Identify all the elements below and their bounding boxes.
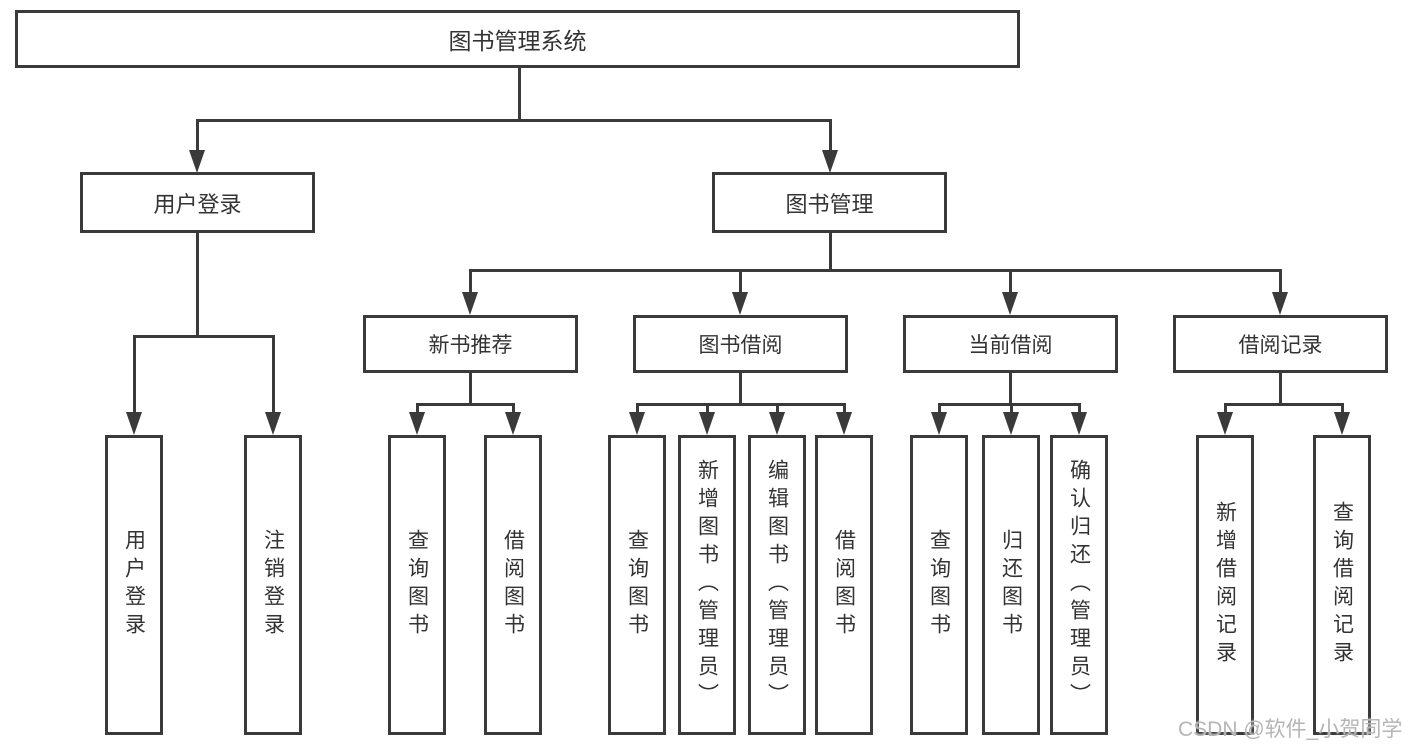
- connector-to-leaf: [1078, 403, 1081, 416]
- connector-to-leaf: [1010, 403, 1013, 416]
- leaf-logout-label: 注销登录: [261, 529, 285, 641]
- node-root: 图书管理系统: [15, 10, 1020, 68]
- leaf-edit-books-admin: 编辑图书（管理员）: [748, 435, 806, 735]
- node-current-borrow-label: 当前借阅: [968, 334, 1053, 357]
- arrow-down-icon: [1002, 292, 1018, 315]
- node-user-login-label: 用户登录: [153, 191, 242, 217]
- connector-book-management-stem: [829, 233, 832, 271]
- connector-to-leaf: [706, 403, 709, 416]
- leaf-confirm-return-admin: 确认归还（管理员）: [1050, 435, 1108, 735]
- leaf-add-books-admin-label: 新增图书（管理员）: [695, 459, 719, 711]
- leaf-borrow-books-2-label: 借阅图书: [832, 529, 856, 641]
- leaf-user-login-label: 用户登录: [122, 529, 146, 641]
- connector-to-l3: [1009, 269, 1012, 295]
- node-book-management-label: 图书管理: [785, 191, 874, 217]
- arrow-down-icon: [699, 412, 715, 435]
- leaf-query-books-1-label: 查询图书: [405, 529, 429, 641]
- node-user-login: 用户登录: [80, 172, 315, 233]
- connector-to-leaf: [636, 403, 639, 416]
- connector-to-l3: [1279, 269, 1282, 295]
- arrow-down-icon: [1272, 292, 1288, 315]
- connector-borrow-records-branch: [1224, 403, 1344, 406]
- arrow-down-icon: [931, 412, 947, 435]
- connector-root-stem: [518, 68, 521, 121]
- connector-to-user-login: [196, 119, 199, 154]
- arrow-down-icon: [265, 412, 281, 435]
- arrow-down-icon: [189, 150, 205, 173]
- arrow-down-icon: [836, 412, 852, 435]
- leaf-query-books-2-label: 查询图书: [625, 529, 649, 641]
- arrow-down-icon: [1003, 412, 1019, 435]
- arrow-down-icon: [1217, 412, 1233, 435]
- connector-user-login-stem: [196, 233, 199, 337]
- leaf-add-borrow-record: 新增借阅记录: [1196, 435, 1254, 735]
- node-book-borrow-label: 图书借阅: [698, 334, 783, 357]
- connector-current-borrow-branch: [938, 403, 1081, 406]
- connector-book-borrow-branch: [636, 403, 846, 406]
- leaf-borrow-books-1: 借阅图书: [484, 435, 542, 735]
- connector-to-l3: [469, 269, 472, 295]
- connector-to-leaf: [272, 335, 275, 415]
- node-book-management: 图书管理: [712, 172, 947, 233]
- connector-to-leaf: [843, 403, 846, 416]
- connector-to-leaf: [416, 403, 419, 416]
- connector-new-book-stem: [469, 373, 472, 405]
- connector-to-leaf: [1341, 403, 1344, 416]
- watermark: CSDN @软件_小贺同学: [1178, 718, 1403, 741]
- arrow-down-icon: [732, 292, 748, 315]
- leaf-edit-books-admin-label: 编辑图书（管理员）: [765, 459, 789, 711]
- leaf-logout: 注销登录: [244, 435, 302, 735]
- node-root-label: 图书管理系统: [448, 28, 587, 54]
- node-new-book-recommend: 新书推荐: [363, 315, 578, 373]
- node-borrow-records: 借阅记录: [1173, 315, 1388, 373]
- leaf-return-books: 归还图书: [982, 435, 1040, 735]
- leaf-confirm-return-admin-label: 确认归还（管理员）: [1067, 459, 1091, 711]
- connector-to-leaf: [512, 403, 515, 416]
- node-new-book-recommend-label: 新书推荐: [428, 334, 513, 357]
- connector-to-leaf: [1224, 403, 1227, 416]
- connector-to-leaf: [776, 403, 779, 416]
- connector-current-borrow-stem: [1009, 373, 1012, 405]
- arrow-down-icon: [822, 150, 838, 173]
- connector-root-branch: [196, 119, 832, 122]
- leaf-query-books-3: 查询图书: [910, 435, 968, 735]
- node-book-borrow: 图书借阅: [633, 315, 848, 373]
- leaf-query-borrow-record: 查询借阅记录: [1313, 435, 1371, 735]
- connector-to-leaf: [133, 335, 136, 415]
- connector-book-management-branch: [469, 269, 1282, 272]
- leaf-borrow-books-1-label: 借阅图书: [501, 529, 525, 641]
- connector-new-book-branch: [416, 403, 515, 406]
- leaf-add-borrow-record-label: 新增借阅记录: [1213, 501, 1237, 669]
- leaf-add-books-admin: 新增图书（管理员）: [678, 435, 736, 735]
- connector-to-leaf: [938, 403, 941, 416]
- leaf-query-books-3-label: 查询图书: [927, 529, 951, 641]
- node-borrow-records-label: 借阅记录: [1238, 334, 1323, 357]
- leaf-borrow-books-2: 借阅图书: [815, 435, 873, 735]
- connector-borrow-records-stem: [1279, 373, 1282, 405]
- leaf-query-borrow-record-label: 查询借阅记录: [1330, 501, 1354, 669]
- arrow-down-icon: [505, 412, 521, 435]
- arrow-down-icon: [462, 292, 478, 315]
- arrow-down-icon: [126, 412, 142, 435]
- arrow-down-icon: [1071, 412, 1087, 435]
- connector-book-borrow-stem: [739, 373, 742, 405]
- leaf-return-books-label: 归还图书: [999, 529, 1023, 641]
- arrow-down-icon: [629, 412, 645, 435]
- connector-to-l3: [739, 269, 742, 295]
- node-current-borrow: 当前借阅: [903, 315, 1118, 373]
- connector-user-login-branch: [133, 335, 275, 338]
- leaf-query-books-2: 查询图书: [608, 435, 666, 735]
- arrow-down-icon: [769, 412, 785, 435]
- arrow-down-icon: [409, 412, 425, 435]
- arrow-down-icon: [1334, 412, 1350, 435]
- connector-to-book-management: [829, 119, 832, 154]
- leaf-query-books-1: 查询图书: [388, 435, 446, 735]
- leaf-user-login: 用户登录: [105, 435, 163, 735]
